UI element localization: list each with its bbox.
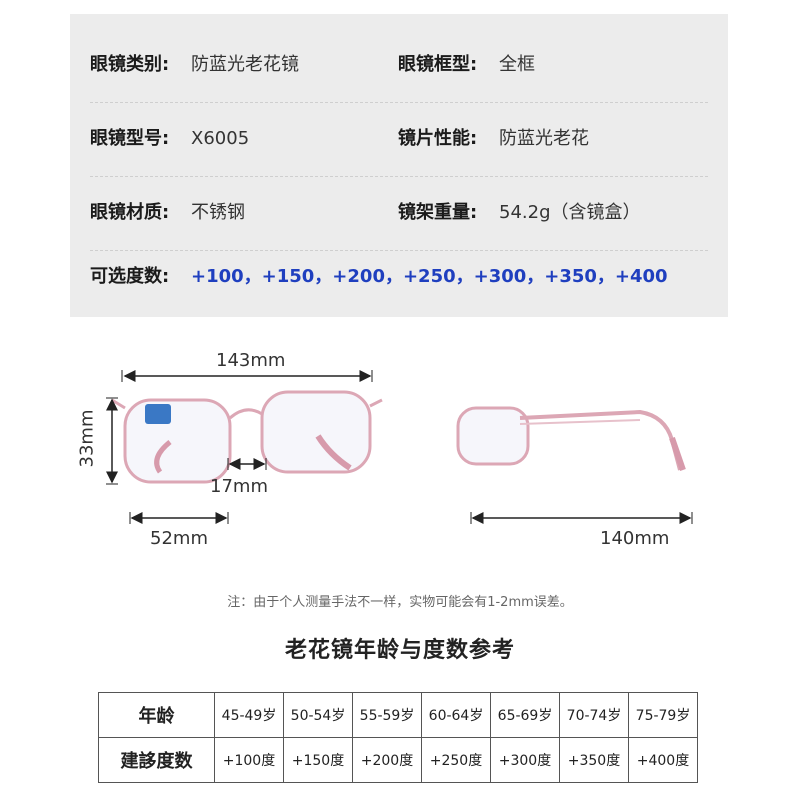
- dimension-diagram: 143mm 33mm 17mm 52mm 140mm: [0, 330, 800, 570]
- age-cell: 50-54岁: [283, 692, 353, 738]
- power-cell: +100度: [214, 737, 284, 783]
- spec-label-lens-feature: 镜片性能:: [398, 128, 478, 149]
- spec-value-model: X6005: [191, 128, 250, 149]
- spec-label-options: 可选度数:: [90, 266, 170, 287]
- row-header-power: 建誃度数: [98, 737, 215, 783]
- glasses-illustration: [106, 370, 693, 524]
- dim-lens-width: 52mm: [150, 528, 208, 549]
- power-cell: +300度: [490, 737, 560, 783]
- age-cell: 55-59岁: [352, 692, 422, 738]
- spec-value-material: 不锈钢: [191, 202, 245, 223]
- power-cell: +350度: [559, 737, 629, 783]
- spec-panel: 眼镜类别: 防蓝光老花镜 眼镜框型: 全框 眼镜型号: X6005 镜片性能: …: [70, 14, 728, 317]
- dim-bridge: 17mm: [210, 476, 268, 497]
- spec-value-category: 防蓝光老花镜: [191, 54, 299, 75]
- spec-label-model: 眼镜型号:: [90, 128, 170, 149]
- age-cell: 75-79岁: [628, 692, 698, 738]
- front-view-glasses: [111, 390, 383, 484]
- dim-lens-height: 33mm: [76, 409, 98, 468]
- reference-title: 老花镜年龄与度数参考: [284, 638, 515, 663]
- age-power-table: 年龄 45-49岁 50-54岁 55-59岁 60-64岁 65-69岁 70…: [98, 692, 698, 783]
- spec-value-options: +100，+150，+200，+250，+300，+350，+400: [191, 266, 668, 287]
- dim-total-width: 143mm: [216, 350, 286, 371]
- age-cell: 45-49岁: [214, 692, 284, 738]
- spec-value-lens-feature: 防蓝光老花: [499, 128, 589, 149]
- side-view-glasses: [456, 406, 686, 471]
- spec-row-category: 眼镜类别: 防蓝光老花镜 眼镜框型: 全框: [90, 28, 708, 103]
- dim-temple-length: 140mm: [600, 528, 670, 549]
- age-cell: 65-69岁: [490, 692, 560, 738]
- age-cell: 70-74岁: [559, 692, 629, 738]
- age-cell: 60-64岁: [421, 692, 491, 738]
- spec-label-frame-type: 眼镜框型:: [398, 54, 478, 75]
- lens-badge-icon: [145, 404, 171, 424]
- table-row-power: 建誃度数 +100度 +150度 +200度 +250度 +300度 +350度…: [98, 737, 698, 783]
- row-header-age: 年龄: [98, 692, 215, 738]
- power-cell: +150度: [283, 737, 353, 783]
- power-cell: +250度: [421, 737, 491, 783]
- dimension-lines: [106, 370, 693, 524]
- spec-value-frame-type: 全框: [499, 54, 535, 75]
- table-row-age: 年龄 45-49岁 50-54岁 55-59岁 60-64岁 65-69岁 70…: [98, 692, 698, 738]
- power-cell: +400度: [628, 737, 698, 783]
- spec-row-model: 眼镜型号: X6005 镜片性能: 防蓝光老花: [90, 102, 708, 177]
- spec-label-category: 眼镜类别:: [90, 54, 170, 75]
- power-cell: +200度: [352, 737, 422, 783]
- measurement-note: 注：由于个人测量手法不一样，实物可能会有1-2mm误差。: [227, 595, 573, 610]
- spec-row-options: 可选度数: +100，+150，+200，+250，+300，+350，+400: [90, 240, 708, 314]
- spec-value-weight: 54.2g（含镜盒）: [499, 202, 641, 223]
- spec-row-material: 眼镜材质: 不锈钢 镜架重量: 54.2g（含镜盒）: [90, 176, 708, 251]
- spec-label-weight: 镜架重量:: [398, 202, 478, 223]
- spec-label-material: 眼镜材质:: [90, 202, 170, 223]
